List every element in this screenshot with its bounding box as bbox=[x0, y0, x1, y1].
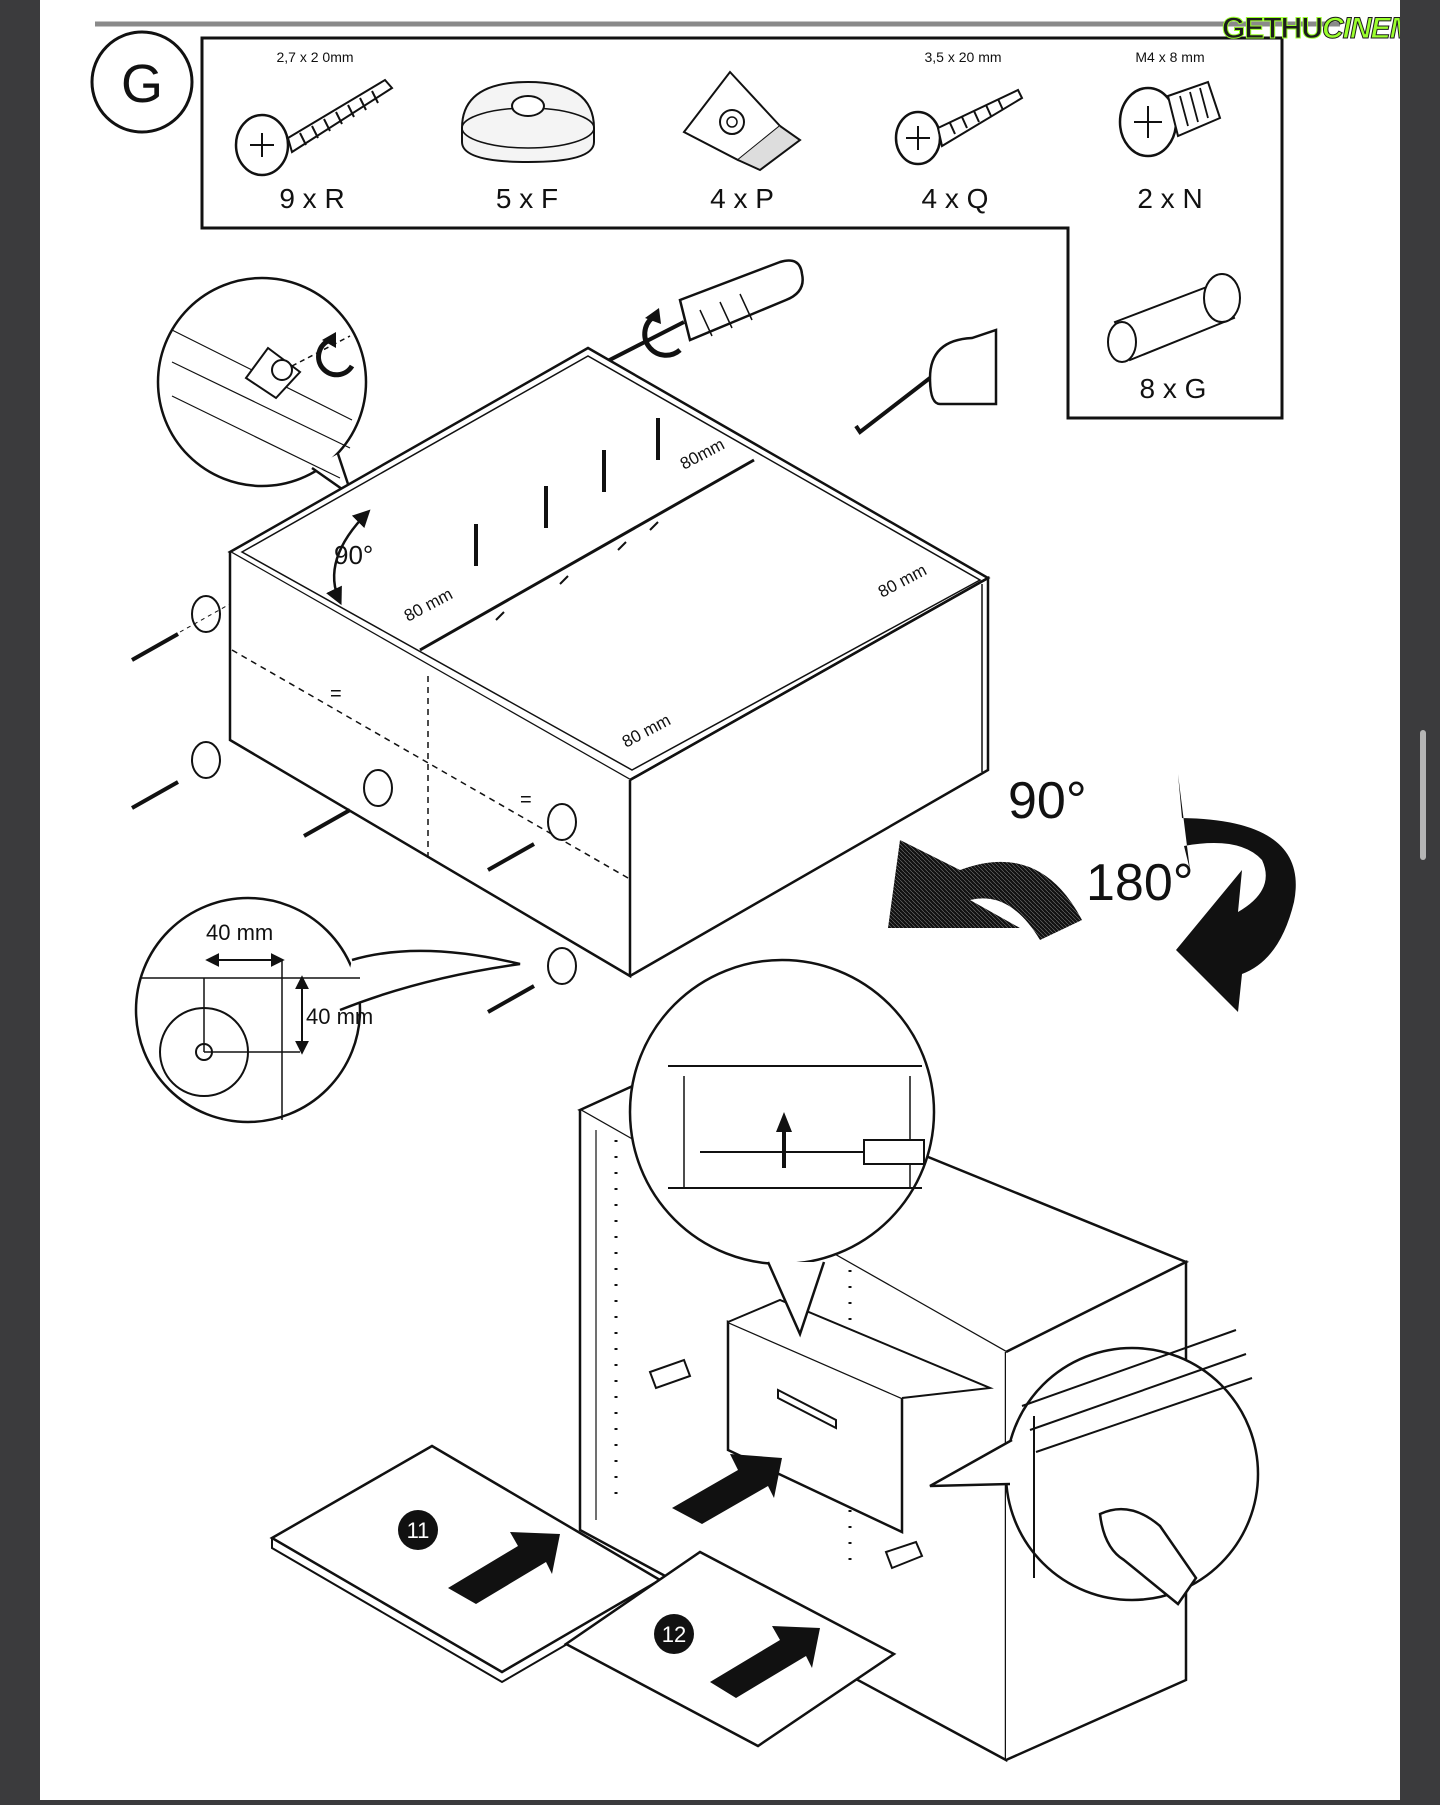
watermark-part-a: GETHU bbox=[1222, 12, 1324, 46]
part-q-spec: 3,5 x 20 mm bbox=[924, 49, 1001, 65]
step-badge: G bbox=[90, 30, 194, 134]
part-f-qty: 5 x F bbox=[496, 183, 558, 214]
part-q: 3,5 x 20 mm 4 x Q bbox=[894, 49, 1024, 214]
part-n-spec: M4 x 8 mm bbox=[1135, 49, 1204, 65]
countersunk-screw-icon bbox=[894, 88, 1024, 166]
glide-bottom bbox=[487, 947, 577, 1014]
drawer-box bbox=[227, 346, 991, 979]
furniture-glide-icon bbox=[461, 80, 595, 164]
inner-screws bbox=[474, 418, 660, 621]
slide-release-detail bbox=[929, 1329, 1260, 1606]
part-q-qty: 4 x Q bbox=[922, 183, 989, 214]
part-f: 5 x F bbox=[461, 80, 595, 214]
rotate-90-arrow bbox=[888, 840, 1082, 940]
part-n: M4 x 8 mm 2 x N bbox=[1118, 49, 1222, 214]
part-r: 2,7 x 2 0mm 9 x R bbox=[234, 49, 394, 214]
part-g-qty: 8 x G bbox=[1140, 373, 1207, 404]
shelf-12-number: 12 bbox=[662, 1622, 686, 1647]
glide-center bbox=[303, 769, 393, 838]
cabinet-shelf-pins bbox=[648, 1358, 924, 1570]
part-g: 8 x G bbox=[1107, 273, 1241, 404]
shelf-11: 11 bbox=[269, 1444, 663, 1684]
insert-arrow bbox=[672, 1454, 782, 1524]
rotate-180-label: 180° bbox=[1086, 854, 1194, 912]
left-frame bbox=[0, 0, 40, 1800]
assembly-diagram: G 2,7 x 2 0mm 9 x R 5 x F 4 x P bbox=[90, 21, 1340, 1763]
shelf-11-number: 11 bbox=[407, 1518, 430, 1543]
shelf-12: 12 bbox=[563, 1550, 897, 1748]
drawer-screw-detail bbox=[628, 958, 936, 1338]
hand-icon bbox=[1098, 1507, 1198, 1606]
part-n-qty: 2 x N bbox=[1137, 183, 1202, 214]
glide-position-detail bbox=[134, 896, 521, 1124]
part-p: 4 x P bbox=[682, 70, 802, 214]
dim-40mm-horizontal: 40 mm bbox=[206, 920, 273, 945]
glide-left-top bbox=[131, 595, 231, 662]
rotate-90-label: 90° bbox=[1008, 772, 1087, 830]
equal-mark-1: = bbox=[330, 683, 342, 705]
glide-left-bottom bbox=[131, 741, 221, 810]
screwdriver-icon bbox=[589, 259, 804, 372]
parts-box bbox=[200, 36, 1284, 420]
machine-screw-icon bbox=[1118, 80, 1222, 158]
angle-90-label: 90° bbox=[334, 540, 373, 570]
front-screws bbox=[131, 595, 577, 1014]
corner-block-detail bbox=[156, 276, 368, 500]
scrollbar-thumb[interactable] bbox=[1420, 730, 1426, 860]
equal-mark-2: = bbox=[520, 789, 532, 811]
dim-40mm-vertical: 40 mm bbox=[306, 1004, 373, 1029]
scrollbar-track[interactable] bbox=[1400, 0, 1440, 1800]
instruction-page: G 2,7 x 2 0mm 9 x R 5 x F 4 x P bbox=[40, 0, 1400, 1800]
glide-right bbox=[487, 803, 577, 872]
tape-measure-icon bbox=[854, 328, 998, 435]
corner-block-icon bbox=[682, 70, 802, 172]
rotate-180-arrow bbox=[1176, 774, 1296, 1012]
part-r-qty: 9 x R bbox=[279, 183, 344, 214]
part-r-spec: 2,7 x 2 0mm bbox=[276, 49, 353, 65]
shelf-pin-icon bbox=[1107, 273, 1241, 363]
step-letter: G bbox=[121, 54, 163, 114]
part-p-qty: 4 x P bbox=[710, 183, 774, 214]
drawer-handle bbox=[777, 1388, 837, 1430]
wood-screw-icon bbox=[234, 78, 394, 177]
drawer-front bbox=[726, 1298, 994, 1534]
